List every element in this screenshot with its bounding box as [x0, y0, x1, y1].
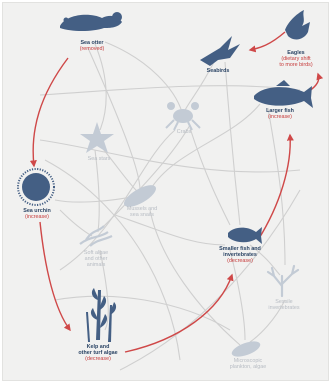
node-name: animals	[86, 262, 106, 269]
node-name: Mussels and	[126, 206, 158, 212]
label-seabirds: Seabirds	[207, 68, 230, 74]
feeding-link	[59, 129, 176, 271]
feeding-link	[249, 299, 286, 343]
arrow-otter-to-urchin	[29, 57, 69, 168]
node-name: Soft algae	[83, 250, 109, 256]
fish-icon	[254, 80, 313, 108]
label-microscopic: Microscopic plankton, algae	[230, 358, 267, 370]
node-effect: (decrease)	[227, 258, 253, 265]
feeding-link	[149, 103, 261, 191]
label-soft-algae: Soft algae and other animals	[84, 250, 108, 269]
label-eagles: Eagles (dietary shift to more birds)	[279, 50, 312, 69]
node-name: Sea urchin	[23, 208, 51, 214]
seabird-icon	[200, 36, 240, 66]
feeding-link	[114, 214, 226, 246]
arrow-urchin-to-kelp	[39, 221, 71, 332]
node-name: Sessile	[275, 299, 293, 305]
mussel-icon	[124, 185, 156, 207]
kelp-icon	[86, 288, 117, 342]
node-name: Microscopic	[233, 358, 263, 364]
node-effect: (decrease)	[85, 356, 111, 363]
label-sessile: Sessile invertebrates	[268, 299, 299, 311]
node-name: Sea otter	[80, 40, 104, 46]
node-effect: (dietary shift	[281, 56, 311, 63]
eagle-icon	[285, 10, 310, 40]
label-smaller-fish: Smaller fish and invertebrates (decrease…	[219, 246, 261, 265]
node-name: Eagles	[287, 50, 305, 56]
feeding-link	[104, 41, 183, 113]
node-effect: to more birds)	[279, 62, 313, 69]
node-name: invertebrates	[223, 252, 257, 259]
node-name: Smaller fish and	[219, 246, 261, 252]
feeding-link	[44, 159, 181, 361]
label-kelp: Kelp and other turf algae (decrease)	[78, 344, 117, 363]
algae-icon	[79, 225, 113, 247]
node-effect: (removed)	[79, 46, 105, 53]
node-name: and other	[84, 256, 108, 263]
feeding-link	[87, 47, 141, 191]
feeding-link	[99, 144, 139, 193]
feeding-link	[183, 59, 216, 113]
node-effect: (increase)	[25, 214, 49, 221]
feeding-link	[149, 209, 241, 346]
node-name: Crabs	[176, 129, 192, 135]
feeding-link	[249, 244, 281, 276]
node-name: Seabirds	[206, 68, 230, 74]
label-crabs: Crabs	[177, 129, 191, 135]
node-name: invertebrates	[268, 305, 300, 312]
feeding-link	[54, 295, 231, 331]
node-name: Sea stars	[87, 156, 111, 162]
node-name: sea snails	[130, 212, 154, 219]
otter-icon	[60, 12, 122, 31]
node-name: Kelp and	[86, 344, 110, 350]
feeding-link	[229, 249, 246, 341]
urchin-icon	[17, 168, 55, 206]
feeding-link	[267, 107, 286, 266]
arrow-eagles-to-seabirds	[248, 31, 286, 53]
crab-icon	[165, 102, 201, 131]
feeding-link	[39, 85, 301, 96]
small-fish-icon	[228, 227, 262, 244]
node-name: plankton, algae	[229, 364, 267, 371]
label-sea-urchin: Sea urchin (increase)	[23, 208, 51, 220]
label-larger-fish: Larger fish (increase)	[266, 108, 294, 120]
label-sea-otter: Sea otter (removed)	[80, 40, 105, 52]
feeding-link	[224, 61, 241, 226]
feeding-link	[94, 43, 107, 131]
starfish-icon	[80, 122, 114, 153]
node-name: Larger fish	[266, 108, 294, 114]
arrow-kelp-to-smaller-fish	[124, 273, 234, 353]
feeding-link	[59, 209, 93, 237]
node-effect: (increase)	[268, 114, 292, 121]
feeding-link	[39, 139, 301, 173]
feeding-link	[99, 249, 109, 331]
label-mussels: Mussels and sea snails	[127, 206, 157, 218]
plankton-icon	[231, 341, 261, 357]
arrow-smaller-fish-to-larger-fish	[257, 133, 294, 241]
feeding-link	[189, 127, 231, 226]
feeding-link	[94, 149, 100, 233]
node-name: other turf algae	[78, 350, 118, 357]
feeding-links	[39, 41, 301, 371]
coral-icon	[266, 264, 300, 298]
label-sea-stars: Sea stars	[88, 156, 111, 162]
